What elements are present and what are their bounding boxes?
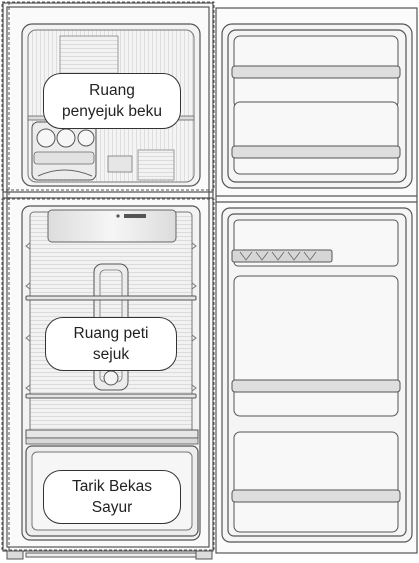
fridge-compartment-label: Ruang peti sejuk [45, 317, 177, 371]
freezer-compartment-label: Ruang penyejuk beku [43, 73, 181, 129]
freezer-label-line-1: Ruang [62, 80, 162, 101]
fridge-feet [7, 551, 212, 559]
crisper-label-line-2: Sayur [72, 497, 152, 518]
fridge-label-line-2: sejuk [74, 344, 149, 365]
crisper-label-line-1: Tarik Bekas [72, 476, 152, 497]
door-bins [232, 36, 400, 532]
fridge-label-line-1: Ruang peti [74, 323, 149, 344]
crisper-drawer-label: Tarik Bekas Sayur [43, 470, 181, 524]
freezer-label-line-2: penyejuk beku [62, 101, 162, 122]
